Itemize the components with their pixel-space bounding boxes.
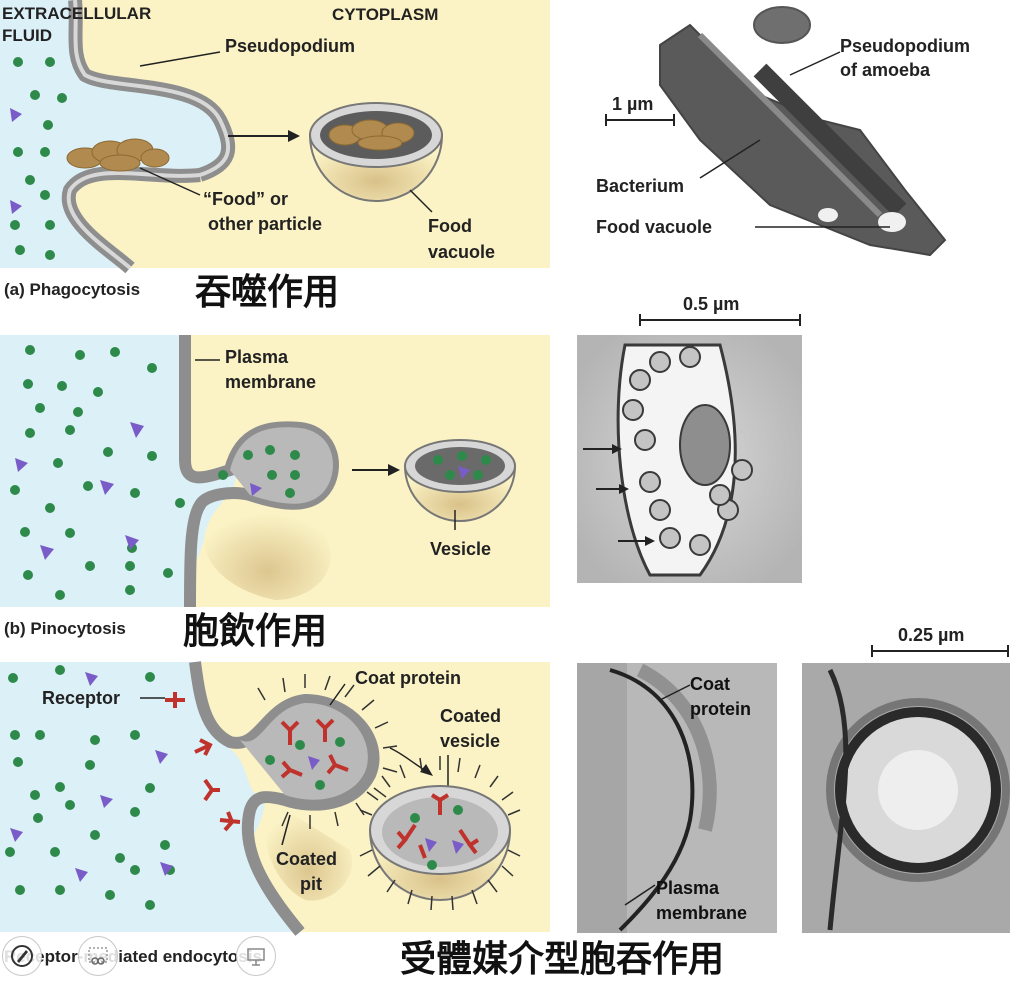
panel-a-phagocytosis: EXTRACELLULAR FLUID CYTOPLASM Pseudopodi… [0, 0, 550, 313]
pit-solute-c [308, 756, 320, 770]
membrane-receptors [165, 692, 241, 832]
arrowhead-a [288, 130, 300, 142]
pen-icon [11, 945, 33, 967]
vesicle-label: Vesicle [430, 539, 491, 559]
extracellular-solutes [10, 108, 22, 214]
scissors-icon [88, 947, 108, 965]
caption-c-cjk: 受體媒介型胞吞作用 [400, 938, 724, 980]
plasma-label-b-1: Plasma [225, 347, 289, 367]
micro-scale-b: 0.5 µm [683, 294, 739, 314]
micro-plasma-label-1: Plasma [656, 878, 720, 898]
micro-coat-label-2: protein [690, 699, 751, 719]
extracellular-particles-b [10, 345, 185, 600]
coated-pit-label-1: Coated [276, 849, 337, 869]
coated-vesicle-label-2: vesicle [440, 731, 500, 751]
panel-c-receptor-mediated: Receptor Coat protein Coated vesicle Coa… [0, 661, 724, 980]
food-label-2: other particle [208, 214, 322, 234]
coated-pit-label-2: pit [300, 874, 322, 894]
extracellular-particles [10, 57, 67, 260]
food-vacuole-label-1: Food [428, 216, 472, 236]
plasma-membrane-c [189, 661, 380, 936]
projector-icon [247, 948, 265, 966]
pit-coat-bristles [257, 674, 398, 829]
extracellular-region [0, 0, 229, 268]
pit-ligands [265, 737, 345, 790]
arrowhead-c [420, 764, 433, 776]
membrane-highlight [66, 0, 231, 270]
caption-b: (b) Pinocytosis [4, 619, 126, 638]
coated-vesicle [359, 756, 521, 911]
coat-protein-label: Coat protein [355, 668, 461, 688]
receptor-label: Receptor [42, 688, 120, 708]
micro-coat-label-1: Coat [690, 674, 730, 694]
coated-pit-interior [240, 702, 368, 800]
caption-a: (a) Phagocytosis [4, 280, 140, 299]
panel-b-pinocytosis: Plasma membrane Vesicle (b) Pinocytosis … [0, 335, 550, 652]
pen-button[interactable] [2, 936, 42, 976]
pit-solute [250, 483, 262, 496]
food-vacuole-a [308, 102, 444, 202]
micrograph-coated-vesicle: 0.25 µm [802, 625, 1010, 933]
extracellular-region-c [0, 662, 300, 932]
extracellular-region-b [0, 335, 236, 607]
micrograph-coated-pit: Coat protein Plasma membrane [577, 663, 777, 933]
vacuole-leader [409, 189, 433, 213]
caption-a-cjk: 吞噬作用 [195, 271, 339, 313]
projector-button[interactable] [236, 936, 276, 976]
pseudopodium-leader [139, 51, 221, 67]
arrowhead-b [388, 464, 400, 476]
extracellular-solutes-b [15, 422, 144, 560]
slide-toolbar [0, 930, 276, 986]
extracellular-solutes-c [10, 672, 173, 882]
micro-scale-c: 0.25 µm [898, 625, 964, 645]
caption-b-cjk: 胞飲作用 [183, 610, 327, 652]
plasma-label-b-2: membrane [225, 372, 316, 392]
micrograph-phagocytosis: Pseudopodium of amoeba 1 µm Bacterium Fo… [596, 6, 970, 257]
coated-pit-leader [281, 814, 291, 846]
food-leader [139, 167, 201, 196]
cytoplasm-label: CYTOPLASM [332, 5, 438, 24]
extracellular-label-2: FLUID [2, 26, 52, 45]
micro-plasma-label-2: membrane [656, 903, 747, 923]
pit-shadow [204, 504, 331, 600]
coated-vesicle-label-1: Coated [440, 706, 501, 726]
food-vacuole-label-2: vacuole [428, 242, 495, 262]
food-label-1: “Food” or [203, 189, 288, 209]
coat-leader [329, 683, 346, 706]
pseudopodium-label: Pseudopodium [225, 36, 355, 56]
micro-pseudopodium-label-2: of amoeba [840, 60, 931, 80]
scissors-button[interactable] [78, 936, 118, 976]
micro-food-vacuole-label: Food vacuole [596, 217, 712, 237]
micro-bacterium-label: Bacterium [596, 176, 684, 196]
extracellular-particles-c [5, 665, 175, 910]
vesicle-b [403, 439, 517, 522]
micro-pseudopodium-label-1: Pseudopodium [840, 36, 970, 56]
micro-scale-a: 1 µm [612, 94, 653, 114]
pit-interior [230, 427, 333, 504]
pit-particles [218, 445, 300, 498]
extracellular-label-1: EXTRACELLULAR [2, 4, 151, 23]
pit-receptors [280, 718, 349, 779]
caption-c: Receptor-mediated endocytosis [4, 947, 262, 966]
food-particle [66, 138, 170, 172]
micrograph-pinocytosis: 0.5 µm [577, 294, 802, 583]
